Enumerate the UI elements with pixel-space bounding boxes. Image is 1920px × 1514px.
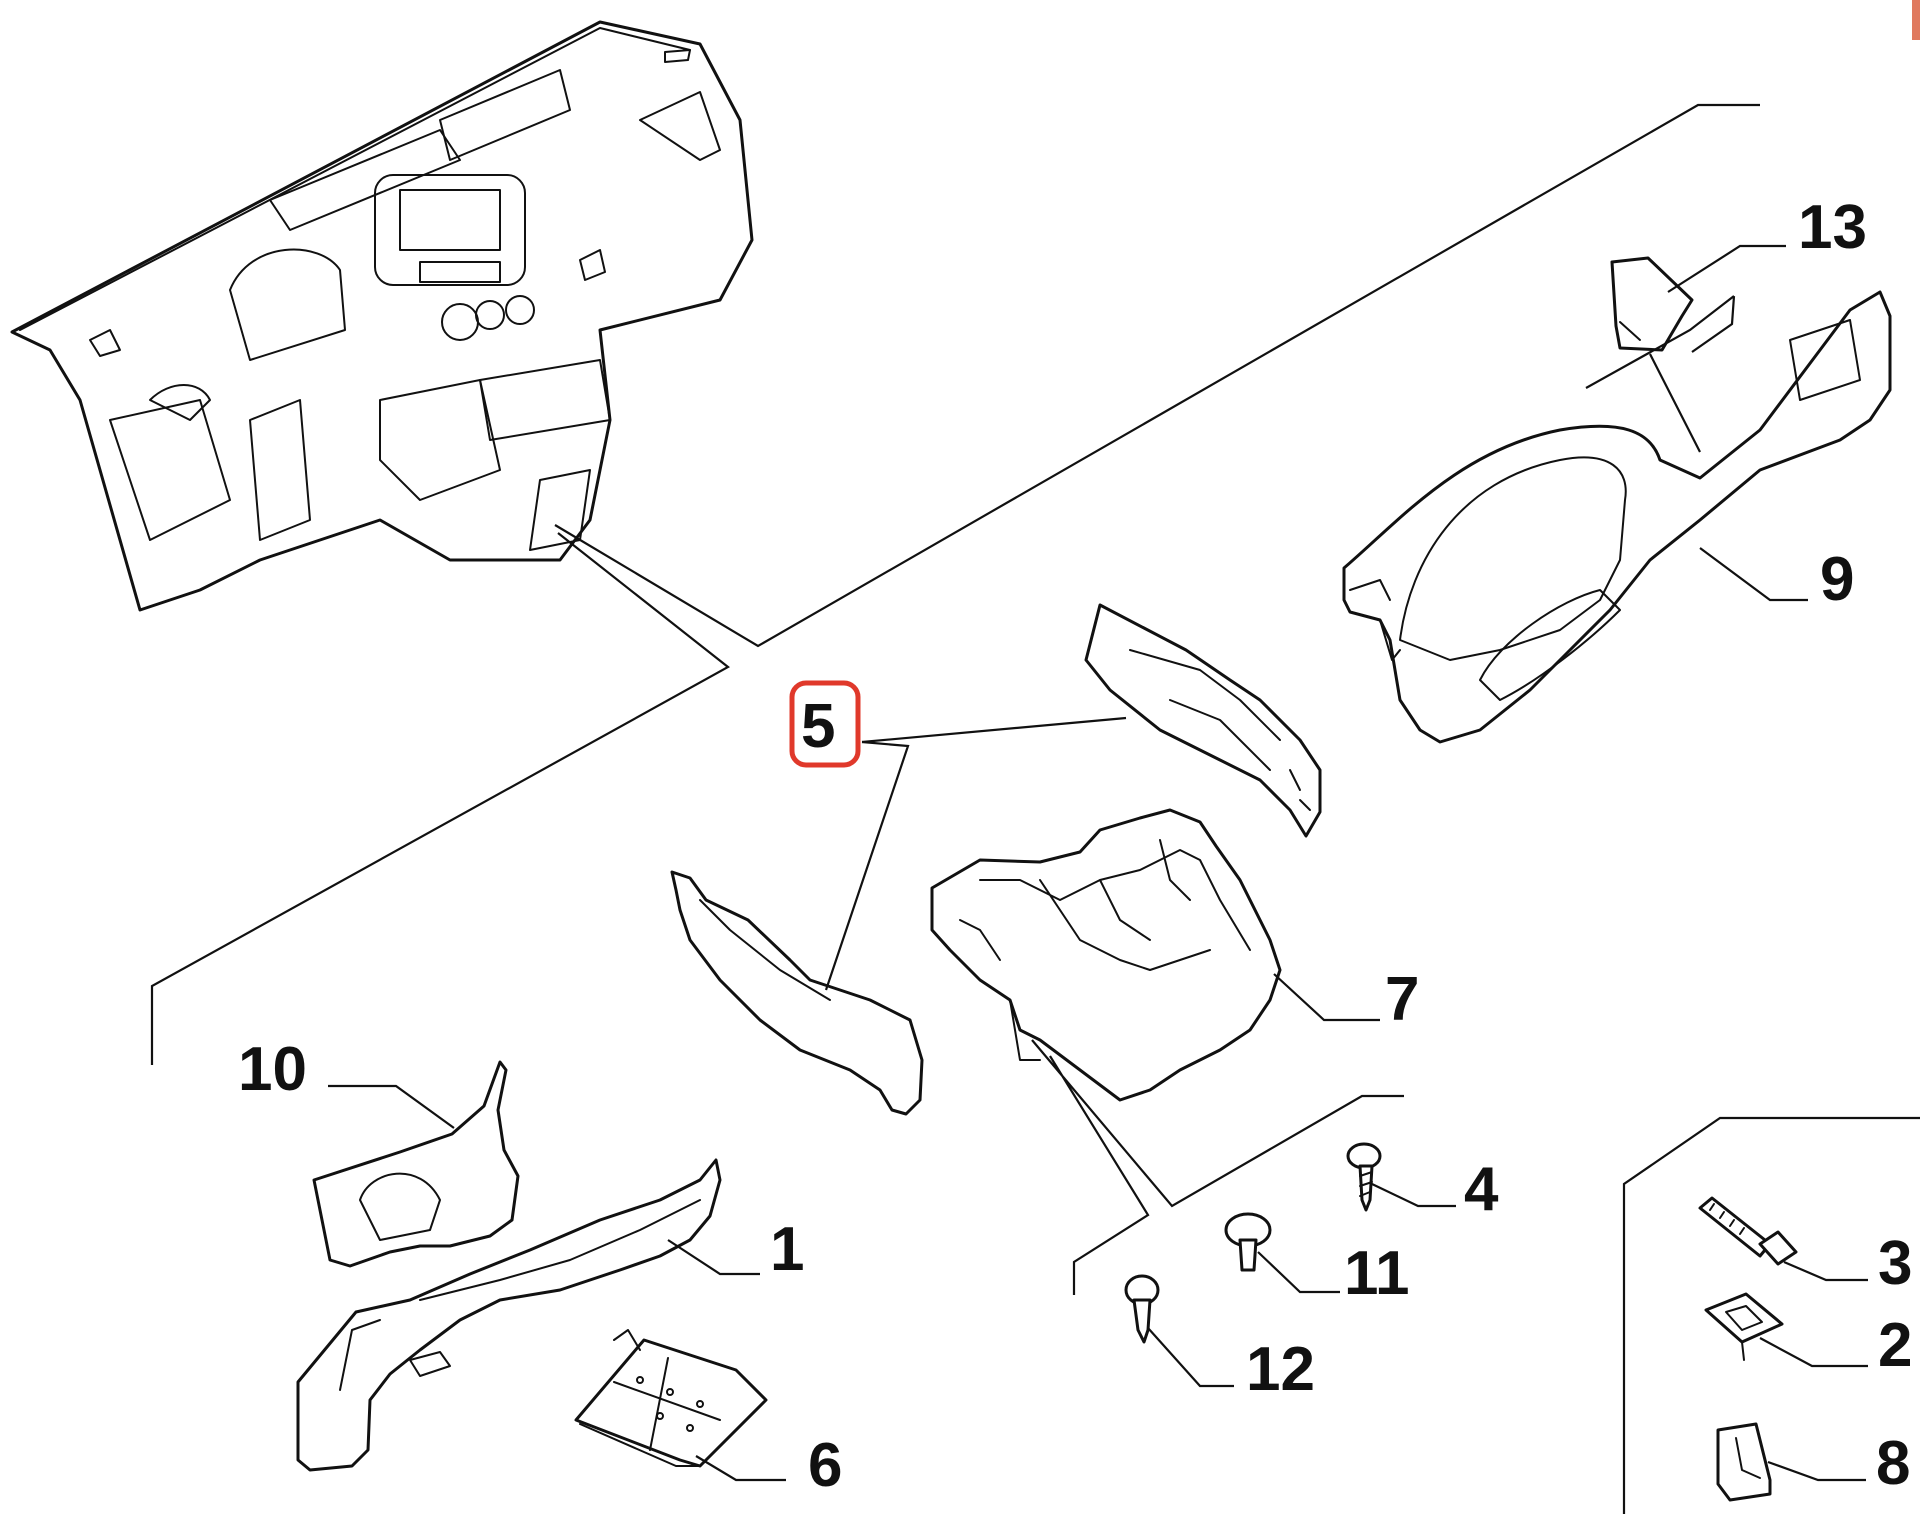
part-2-bracket bbox=[1716, 1422, 1772, 1502]
part-9-instrument-cluster-surround bbox=[1342, 290, 1892, 744]
part-5-leader-lines bbox=[824, 716, 1127, 991]
part-7-center-console bbox=[930, 808, 1282, 1102]
dashboard-overview-drawing bbox=[10, 20, 754, 612]
part-11-clip bbox=[1224, 1212, 1272, 1272]
overview-bracket-lines bbox=[150, 103, 1760, 1065]
leader-line-8 bbox=[695, 1455, 786, 1482]
part-4-screw bbox=[1346, 1142, 1382, 1212]
part-13-clip bbox=[1610, 256, 1694, 352]
leader-line-3 bbox=[1759, 1337, 1868, 1368]
part-5-highlighted-callout: 5 bbox=[789, 680, 861, 768]
part-label-11: 11 bbox=[1344, 1239, 1410, 1308]
part-label-4: 4 bbox=[1464, 1155, 1499, 1224]
highlight-box-5 bbox=[789, 680, 861, 768]
leader-line-1 bbox=[667, 1239, 760, 1276]
part-label-3: 2 bbox=[1878, 1311, 1912, 1380]
part-10-trim-cover bbox=[312, 1060, 520, 1268]
part-label-9: 9 bbox=[1820, 545, 1854, 614]
part-13-bracket bbox=[1585, 295, 1736, 453]
fastener-bracket-lines bbox=[1031, 1039, 1404, 1295]
leader-line-10 bbox=[328, 1084, 455, 1129]
leader-line-11 bbox=[1257, 1251, 1340, 1294]
corner-mark bbox=[1912, 0, 1920, 40]
part-label-10: 10 bbox=[238, 1035, 307, 1104]
part-label-2: 8 bbox=[1876, 1429, 1910, 1498]
part-label-5: 5 bbox=[801, 692, 835, 761]
part-label-12: 12 bbox=[1246, 1335, 1315, 1404]
leader-line-4 bbox=[1371, 1183, 1456, 1208]
leader-line-13 bbox=[1667, 244, 1786, 293]
leader-line-6 bbox=[1783, 1260, 1868, 1282]
leader-line-9 bbox=[1699, 547, 1808, 602]
part-6-bolt bbox=[1698, 1196, 1798, 1266]
part-label-1: 1 bbox=[770, 1215, 804, 1284]
leader-line-12 bbox=[1147, 1327, 1234, 1388]
part-8-control-module bbox=[574, 1329, 768, 1468]
part-12-pin bbox=[1124, 1274, 1160, 1344]
part-5-lower-trim bbox=[670, 870, 924, 1116]
leader-line-2 bbox=[1767, 1460, 1866, 1482]
part-3-clip-nut bbox=[1704, 1292, 1784, 1361]
part-5-upper-trim bbox=[1084, 603, 1322, 838]
part-label-8: 6 bbox=[808, 1431, 842, 1500]
part-label-7: 7 bbox=[1385, 965, 1419, 1034]
part-label-6: 3 bbox=[1878, 1229, 1912, 1298]
part-label-13: 13 bbox=[1798, 193, 1867, 262]
leader-line-7 bbox=[1273, 973, 1380, 1022]
part-1-side-trim bbox=[296, 1158, 722, 1472]
hardware-box-bracket bbox=[1622, 1116, 1920, 1514]
